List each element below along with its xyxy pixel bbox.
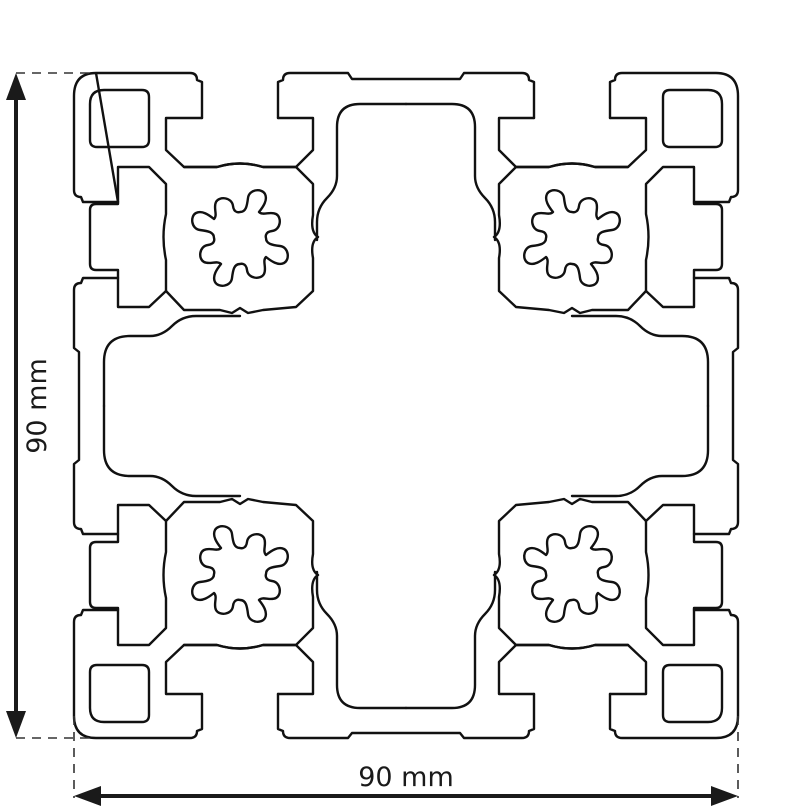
quadrant-top-left bbox=[88, 88, 408, 408]
height-dimension: 90 mm bbox=[6, 73, 53, 738]
profile-outer-contour bbox=[72, 71, 740, 740]
arrow-up-icon bbox=[6, 73, 26, 100]
quadrant-bottom-left bbox=[88, 404, 408, 724]
quadrant-bottom-right bbox=[404, 404, 724, 724]
arrow-down-icon bbox=[6, 711, 26, 738]
height-label: 90 mm bbox=[22, 358, 53, 454]
width-label: 90 mm bbox=[358, 762, 454, 793]
width-dimension: 90 mm bbox=[74, 762, 738, 806]
arrow-left-icon bbox=[74, 786, 101, 806]
arrow-right-icon bbox=[711, 786, 738, 806]
quadrant-top-right bbox=[404, 88, 724, 408]
